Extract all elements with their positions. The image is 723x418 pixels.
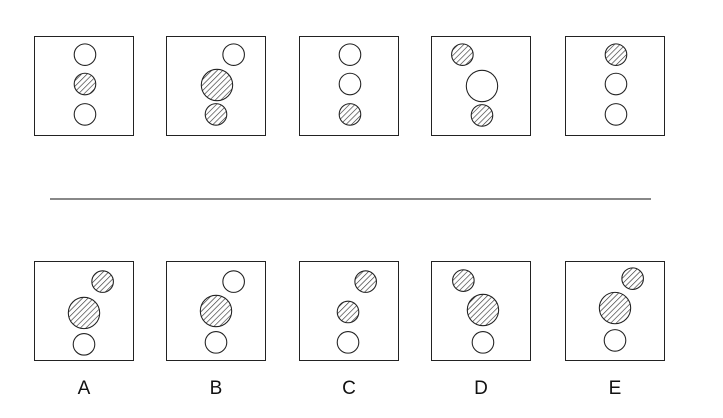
circle-1: [91, 270, 114, 293]
sequence-panel-2: [166, 36, 266, 136]
option-label-c: C: [342, 378, 356, 399]
circle-2: [336, 300, 360, 324]
circle-3: [470, 104, 494, 127]
sequence-panel-3: [299, 36, 399, 136]
circle-1: [222, 270, 245, 293]
option-label-e: E: [608, 378, 622, 399]
circle-2: [73, 72, 97, 96]
circle-3: [73, 103, 97, 126]
circle-3: [336, 331, 360, 354]
circle-1: [621, 267, 644, 290]
circle-2: [67, 296, 101, 330]
circle-2: [200, 68, 234, 102]
answer-panel-e[interactable]: [565, 261, 665, 361]
option-label-a: A: [77, 378, 91, 399]
circle-3: [338, 103, 362, 126]
circle-3: [72, 333, 96, 356]
circle-1: [338, 43, 362, 66]
divider-line: [50, 198, 651, 200]
option-label-d: D: [474, 378, 488, 399]
circle-2: [604, 72, 628, 96]
circle-1: [222, 43, 245, 66]
circle-1: [452, 269, 475, 292]
circle-2: [598, 291, 632, 325]
circle-3: [471, 331, 495, 354]
sequence-panel-5: [565, 36, 665, 136]
option-label-b: B: [209, 378, 223, 399]
circle-3: [204, 103, 228, 126]
circle-3: [603, 329, 627, 352]
circle-1: [604, 43, 628, 66]
circle-2: [338, 72, 362, 96]
answer-panel-a[interactable]: [34, 261, 134, 361]
circle-1: [73, 43, 97, 66]
circle-3: [204, 331, 228, 354]
circle-3: [604, 103, 628, 126]
circle-2: [466, 293, 500, 327]
circle-1: [354, 270, 377, 293]
answer-panel-c[interactable]: [299, 261, 399, 361]
circle-2: [199, 294, 233, 328]
answer-panel-d[interactable]: [431, 261, 531, 361]
circle-1: [451, 43, 474, 66]
sequence-panel-4: [431, 36, 531, 136]
circle-2: [465, 69, 499, 103]
sequence-panel-1: [34, 36, 134, 136]
answer-panel-b[interactable]: [166, 261, 266, 361]
